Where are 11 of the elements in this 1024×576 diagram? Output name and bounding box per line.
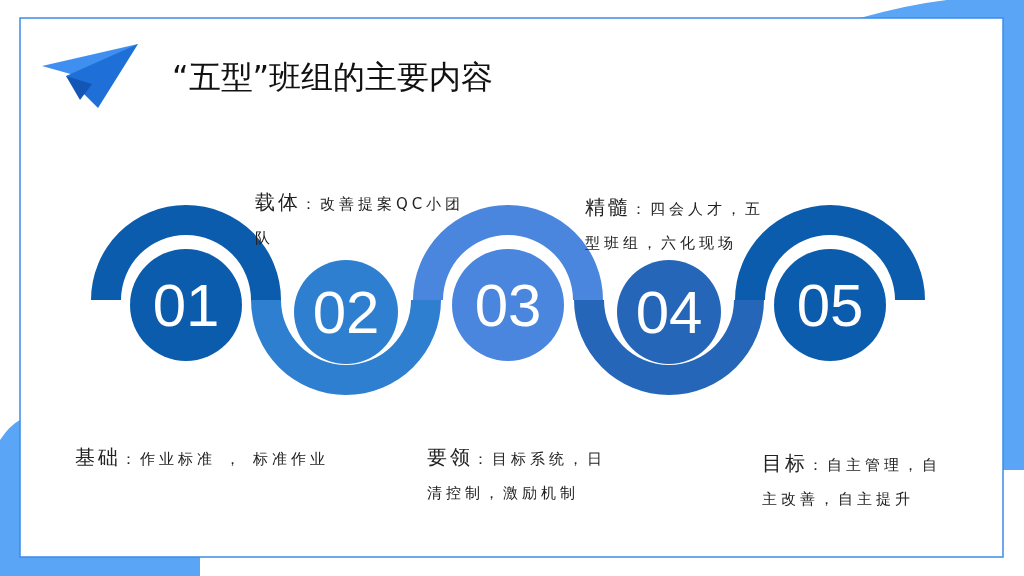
number-circle: 03 bbox=[452, 249, 564, 361]
number-circle: 01 bbox=[130, 249, 242, 361]
description-text: 载体：改善提案QC小团队 bbox=[255, 189, 466, 249]
description-text: 基础：作业标准 ， 标准作业 bbox=[75, 444, 330, 471]
number-circle: 05 bbox=[774, 249, 886, 361]
description-text: 精髓：四会人才，五型班组，六化现场 bbox=[585, 194, 765, 254]
description-text: 目标：自主管理，自主改善，自主提升 bbox=[762, 450, 942, 510]
number-circle: 02 bbox=[294, 260, 398, 364]
number-circle: 04 bbox=[617, 260, 721, 364]
slide-title: “五型”班组的主要内容 bbox=[172, 57, 494, 98]
description-text: 要领：目标系统，日清控制，激励机制 bbox=[427, 444, 607, 504]
